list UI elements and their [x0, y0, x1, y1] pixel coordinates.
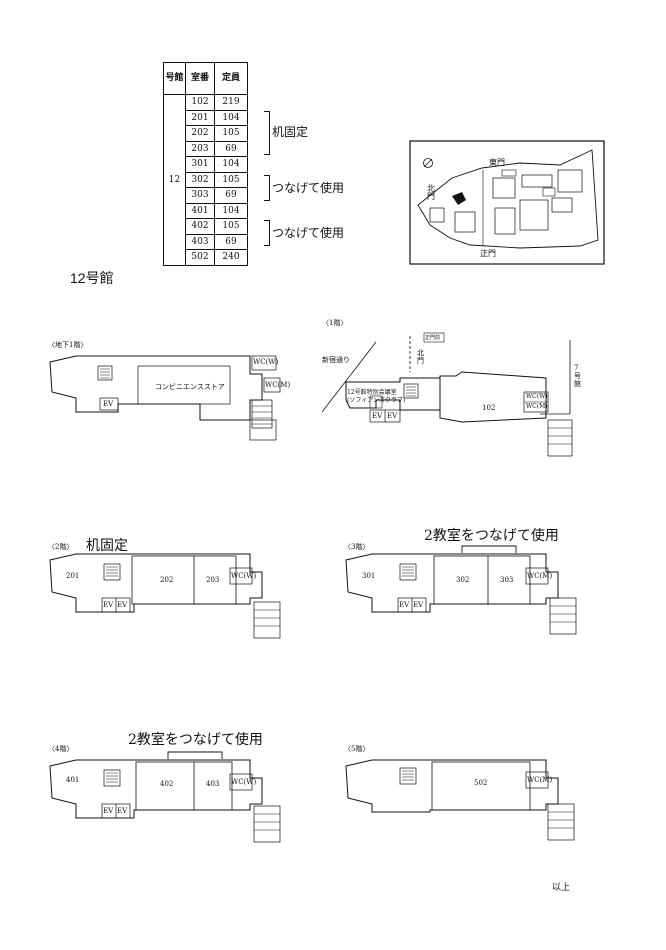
- table-cell-capacity: 69: [214, 187, 248, 204]
- room-403-label: 403: [206, 780, 220, 788]
- wc-m-label: WC(M): [265, 381, 291, 389]
- bracket-joined-3f: [264, 175, 270, 201]
- wc-w-label: WC(W): [526, 393, 548, 400]
- bracket-joined-4f: [264, 220, 270, 246]
- note-joined-3f: つなげて使用: [272, 181, 345, 195]
- note-joined-3f-plan: 2教室をつなげて使用: [424, 528, 559, 544]
- room-402-label: 402: [160, 780, 174, 788]
- table-cell-capacity: 104: [214, 156, 248, 173]
- wc-label: WC(M): [527, 572, 553, 580]
- table-cell-room: 402: [185, 218, 215, 235]
- table-cell-capacity: 105: [214, 218, 248, 235]
- wc-w-label: WC(W): [253, 358, 279, 366]
- street-label: 新宿通り: [322, 356, 350, 364]
- ev-label: EV: [103, 400, 114, 408]
- floor-plan-5f: [345, 759, 575, 841]
- table-cell-room: 401: [185, 202, 215, 219]
- table-cell-capacity: 69: [214, 140, 248, 157]
- gate-sign-label: 正門前: [425, 335, 441, 341]
- note-fixed-desks-2f: 机固定: [86, 538, 128, 554]
- floor-label-b1: 〈地下1階〉: [48, 341, 88, 349]
- special-conference-room-label: 12号館特別会議室: [347, 389, 397, 396]
- bracket-fixed-desks: [264, 111, 270, 155]
- table-cell-room: 301: [185, 156, 215, 173]
- ev-label: EV: [413, 601, 424, 609]
- ev-label: EV: [117, 807, 128, 815]
- table-cell-capacity: 219: [214, 94, 248, 111]
- room-201-label: 201: [66, 572, 80, 580]
- floor-label-1f: 〈1階〉: [322, 319, 348, 327]
- wc-label: WC(M): [527, 776, 553, 784]
- floor-label-3f: 〈3階〉: [344, 543, 370, 551]
- room-303-label: 303: [500, 576, 514, 584]
- floor-plan-2f: [49, 553, 281, 639]
- table-cell-capacity: 240: [214, 249, 248, 266]
- wc-label: WC(W): [231, 572, 257, 580]
- page-title: 12号館: [70, 270, 114, 286]
- room-401-label: 401: [66, 776, 80, 784]
- ev-label: EV: [387, 412, 398, 420]
- north-gate-label: 北門: [417, 349, 424, 365]
- room-301-label: 301: [362, 572, 376, 580]
- room-202-label: 202: [160, 576, 174, 584]
- table-cell-capacity: 104: [214, 109, 248, 126]
- ev-label: EV: [372, 412, 383, 420]
- floor-plan-b1: [49, 355, 281, 441]
- sophians-club-label: (ソフィアンズクラブ): [347, 397, 406, 404]
- room-102-label: 102: [482, 404, 496, 412]
- floor-plan-4f: [49, 751, 281, 843]
- room-203-label: 203: [206, 576, 220, 584]
- header-building: 号館: [163, 62, 186, 95]
- ev-label: EV: [117, 601, 128, 609]
- map-label-north-gate: 北門: [427, 184, 435, 201]
- floor-label-5f: 〈5階〉: [344, 745, 370, 753]
- table-cell-room: 302: [185, 171, 215, 188]
- building-number: 12: [163, 94, 186, 266]
- floor-plan-3f: [345, 545, 577, 635]
- building-7-label: 7号館: [574, 364, 581, 388]
- table-cell-capacity: 69: [214, 233, 248, 250]
- wc-label: WC(W): [231, 778, 257, 786]
- table-cell-room: 102: [185, 94, 215, 111]
- ev-label: EV: [103, 807, 114, 815]
- room-502-label: 502: [474, 779, 488, 787]
- table-cell-capacity: 105: [214, 125, 248, 142]
- table-cell-room: 403: [185, 233, 215, 250]
- table-cell-room: 202: [185, 125, 215, 142]
- floor-label-4f: 〈4階〉: [48, 745, 74, 753]
- table-cell-room: 201: [185, 109, 215, 126]
- table-cell-room: 502: [185, 249, 215, 266]
- header-capacity: 定員: [214, 62, 248, 95]
- note-joined-4f-plan: 2教室をつなげて使用: [128, 732, 263, 748]
- wc-m-label: WC(M): [526, 403, 548, 410]
- end-mark: 以上: [552, 883, 571, 893]
- ev-label: EV: [399, 601, 410, 609]
- ev-label: EV: [103, 601, 114, 609]
- note-joined-4f: つなげて使用: [272, 226, 345, 240]
- header-room: 室番: [185, 62, 215, 95]
- room-302-label: 302: [456, 576, 470, 584]
- map-label-main-gate: 正門: [480, 249, 496, 258]
- table-cell-capacity: 104: [214, 202, 248, 219]
- room-convenience-store: コンビニエンスストア: [155, 383, 225, 391]
- table-cell-room: 303: [185, 187, 215, 204]
- map-label-east-gate: 東門: [489, 158, 505, 167]
- table-cell-capacity: 105: [214, 171, 248, 188]
- note-fixed-desks: 机固定: [272, 125, 309, 139]
- floor-label-2f: 〈2階〉: [48, 543, 74, 551]
- table-cell-room: 203: [185, 140, 215, 157]
